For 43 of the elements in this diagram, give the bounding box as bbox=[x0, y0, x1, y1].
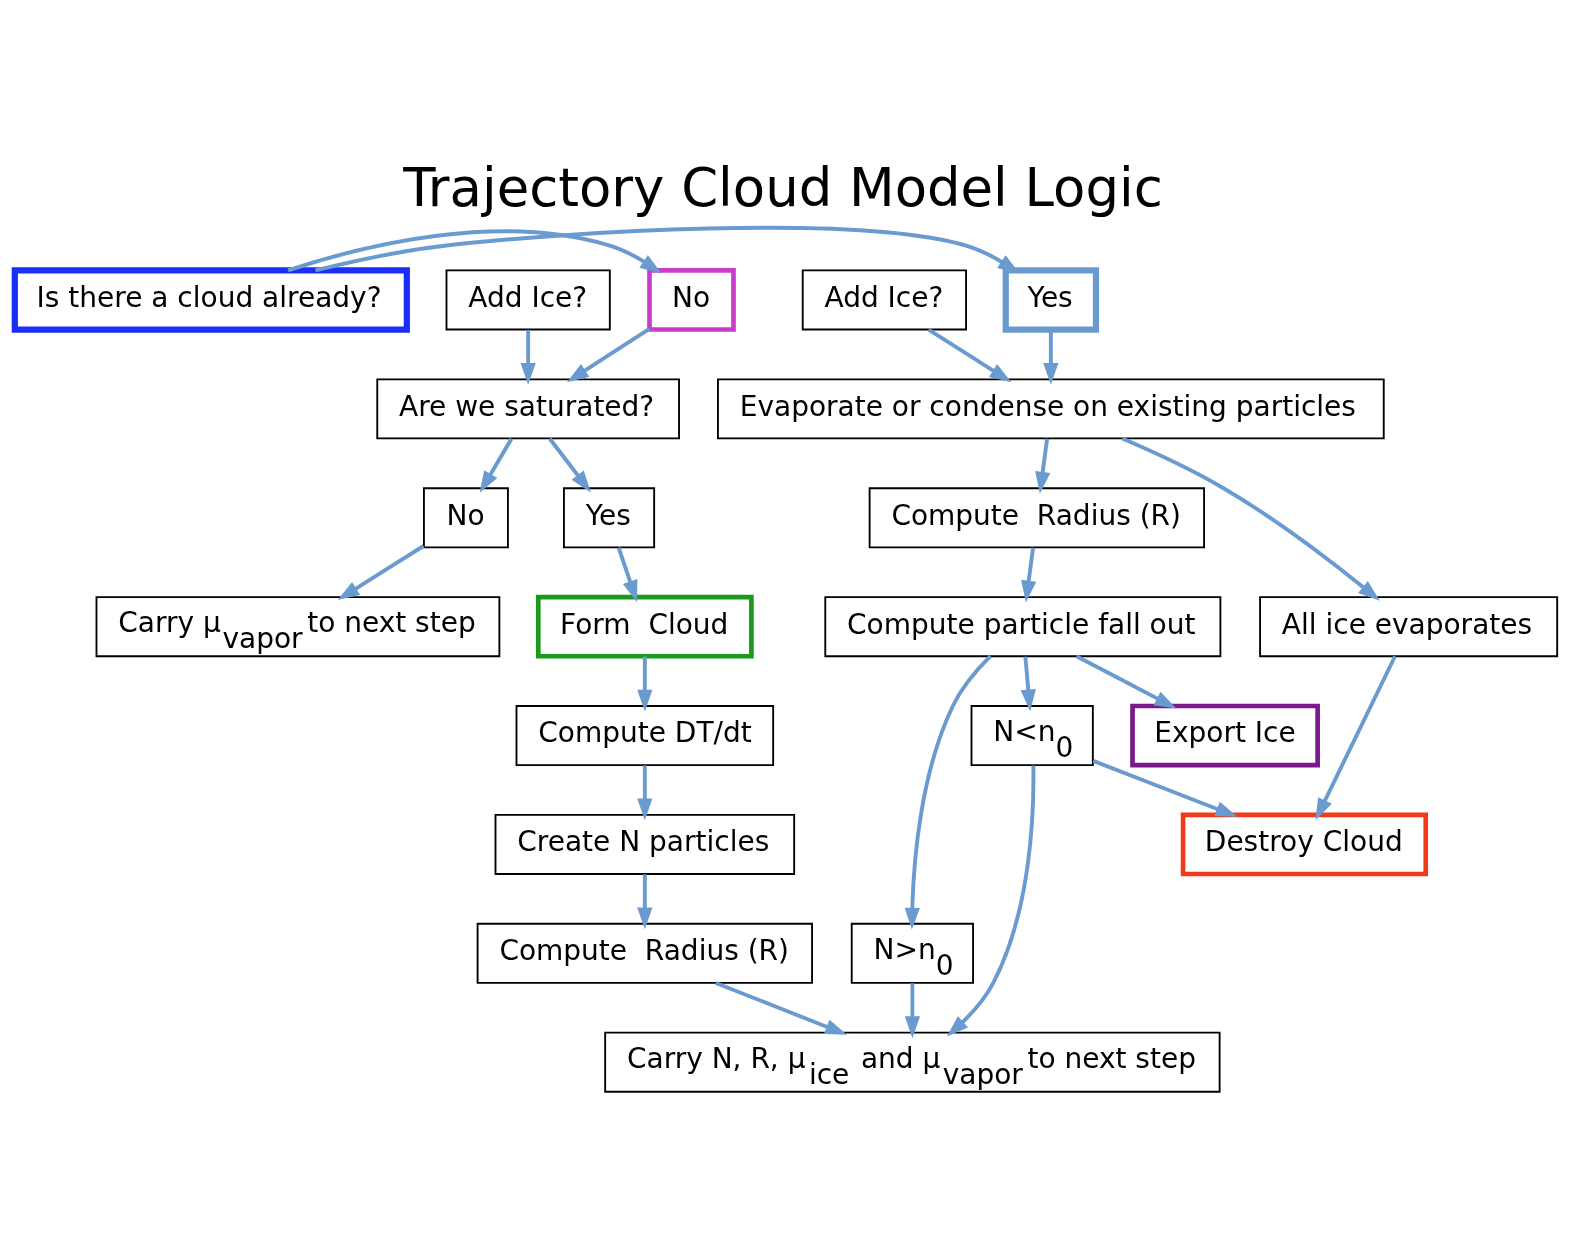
node-box: Destroy Cloud bbox=[1180, 812, 1429, 877]
arrow bbox=[520, 329, 536, 385]
arrow bbox=[1020, 656, 1036, 712]
arrow bbox=[1075, 654, 1177, 709]
node-box: Add Ice? bbox=[445, 269, 611, 331]
arrow bbox=[927, 327, 1012, 383]
arrow bbox=[1035, 438, 1051, 494]
arrow bbox=[1021, 547, 1037, 603]
node-box: No bbox=[423, 487, 509, 549]
arrow bbox=[337, 544, 425, 601]
node-box: Are we saturated? bbox=[376, 378, 680, 440]
arrow bbox=[904, 983, 921, 1039]
arrow bbox=[904, 654, 992, 930]
arrow bbox=[1043, 329, 1059, 385]
node-box: Is there a cloud already? bbox=[11, 267, 410, 333]
node-box: Create N particles bbox=[494, 813, 796, 875]
diagram-title: Trajectory Cloud Model Logic bbox=[403, 156, 1163, 218]
node-box: All ice evaporates bbox=[1259, 596, 1559, 658]
node-box: No bbox=[647, 268, 736, 332]
arrow bbox=[1315, 655, 1397, 821]
node-box: Compute particle fall out bbox=[824, 596, 1222, 658]
arrow bbox=[1121, 436, 1380, 601]
arrow bbox=[1092, 759, 1238, 817]
arrow bbox=[479, 437, 514, 493]
arrow bbox=[566, 327, 651, 383]
arrow bbox=[946, 765, 1036, 1037]
arrow bbox=[637, 656, 653, 712]
arrow bbox=[616, 547, 638, 603]
node-box: Compute Radius (R) bbox=[868, 487, 1205, 549]
arrow bbox=[548, 437, 591, 493]
arrow bbox=[287, 229, 662, 274]
node-box: Compute DT/dt bbox=[515, 705, 775, 767]
node-box: Yes bbox=[563, 487, 656, 549]
arrow bbox=[715, 981, 847, 1035]
node-box: Add Ice? bbox=[801, 269, 967, 331]
arrow bbox=[637, 765, 653, 821]
node-box: Export Ice bbox=[1130, 703, 1320, 768]
node-box: Compute Radius (R) bbox=[476, 922, 813, 984]
arrow bbox=[315, 225, 1020, 274]
node-box: Evaporate or condense on existing particles bbox=[717, 378, 1385, 440]
node-box: Form Cloud bbox=[535, 594, 754, 659]
node-box: Yes bbox=[1002, 267, 1100, 333]
arrow bbox=[637, 874, 653, 930]
